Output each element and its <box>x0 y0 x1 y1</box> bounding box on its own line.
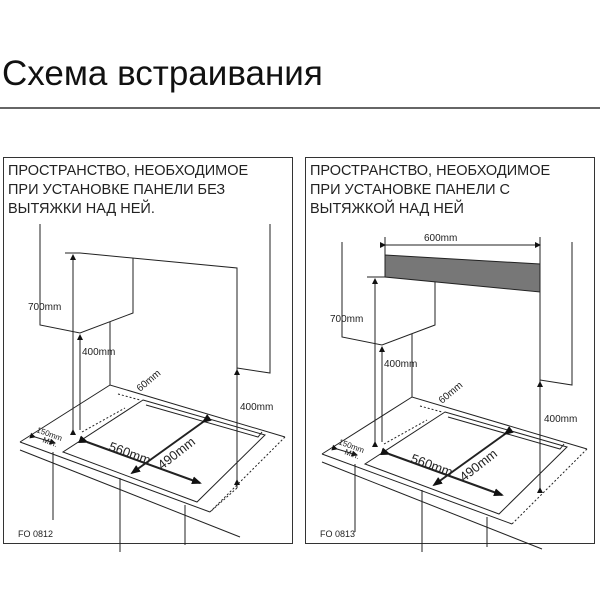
hob-cutout <box>61 399 266 503</box>
dim-label: 700mm <box>28 302 61 313</box>
panel-heading: ПРОСТРАНСТВО, НЕОБХОДИМОЕ ПРИ УСТАНОВКЕ … <box>8 163 249 217</box>
countertop-back-edge <box>19 384 286 443</box>
countertop-right-edge <box>209 436 286 513</box>
panel-without-hood: ПРОСТРАНСТВО, НЕОБХОДИМОЕ ПРИ УСТАНОВКЕ … <box>3 157 293 544</box>
wall-cabinet-outline <box>39 224 134 334</box>
dim-label: 600mm <box>424 233 457 244</box>
dim-label: 400mm <box>384 359 417 370</box>
cooker-hood <box>384 254 541 293</box>
figure-code: FO 0813 <box>320 529 355 539</box>
dim-490-arrow <box>130 414 212 475</box>
dim-min-arrow <box>29 432 56 445</box>
title-divider <box>0 107 600 109</box>
panel-heading: ПРОСТРАНСТВО, НЕОБХОДИМОЕ ПРИ УСТАНОВКЕ … <box>310 163 551 217</box>
dim-label: 400mm <box>544 414 577 425</box>
dim-label: 60mm <box>135 368 163 394</box>
right-wall <box>236 224 271 374</box>
panel-with-hood: ПРОСТРАНСТВО, НЕОБХОДИМОЕ ПРИ УСТАНОВКЕ … <box>305 157 595 544</box>
dim-label: 60mm <box>437 380 465 406</box>
dim-label: 400mm <box>240 402 273 413</box>
countertop-lower-edge <box>19 449 241 538</box>
dim-label: 560mm <box>409 451 455 480</box>
dim-label: 560mm <box>107 439 153 468</box>
drawing-right: 600mm 700mm 400mm 400mm 60mm 560mm 490mm… <box>320 233 588 552</box>
cabinet-legs <box>52 452 186 552</box>
drawing-left: 700mm 400mm 400mm 60mm 560mm 490mm 150mm… <box>18 224 286 552</box>
figure-code: FO 0812 <box>18 529 53 539</box>
page-title: Схема встраивания <box>2 54 323 93</box>
dim-label: 400mm <box>82 347 115 358</box>
dim-label: 700mm <box>330 314 363 325</box>
